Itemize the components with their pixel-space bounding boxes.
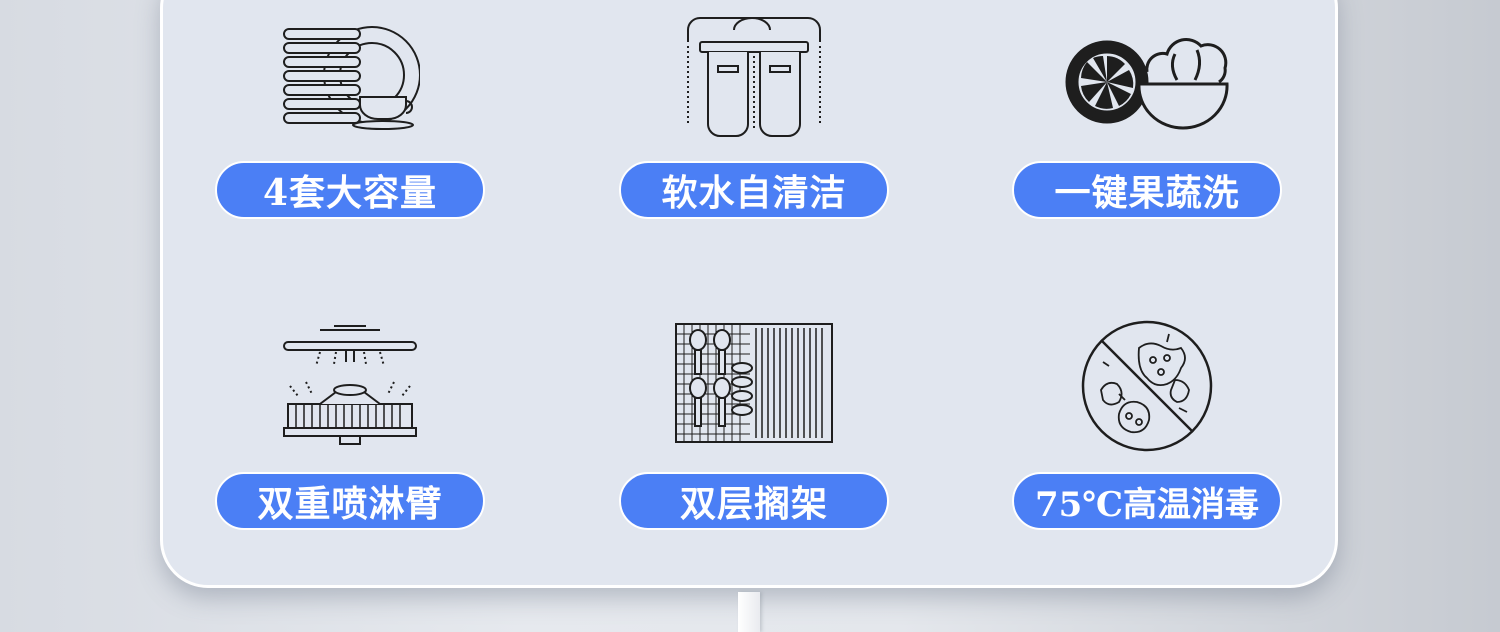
feature-dish-rack: 双层搁架 <box>619 300 889 536</box>
feature-spray-arm: 双重喷淋臂 <box>215 300 485 536</box>
feature-label: 75℃高温消毒 <box>1012 472 1282 530</box>
feature-label: 双重喷淋臂 <box>215 472 485 530</box>
water-filter-icon <box>684 16 824 138</box>
feature-label: 4套大容量 <box>215 161 485 219</box>
spray-arm-icon <box>280 324 420 450</box>
feature-label: 双层搁架 <box>619 472 889 530</box>
feature-label: 软水自清洁 <box>619 161 889 219</box>
feature-label: 一键果蔬洗 <box>1012 161 1282 219</box>
dish-rack-icon <box>674 322 834 446</box>
product-stand <box>738 592 760 632</box>
plates-icon <box>280 25 420 131</box>
feature-fruit-wash: 一键果蔬洗 <box>1012 0 1282 222</box>
feature-soft-water: 软水自清洁 <box>619 0 889 222</box>
no-bacteria-icon <box>1079 318 1215 454</box>
fruit-bowl-icon <box>1063 30 1231 130</box>
feature-capacity: 4套大容量 <box>215 0 485 222</box>
feature-sterilize: 75℃高温消毒 <box>1012 300 1282 536</box>
